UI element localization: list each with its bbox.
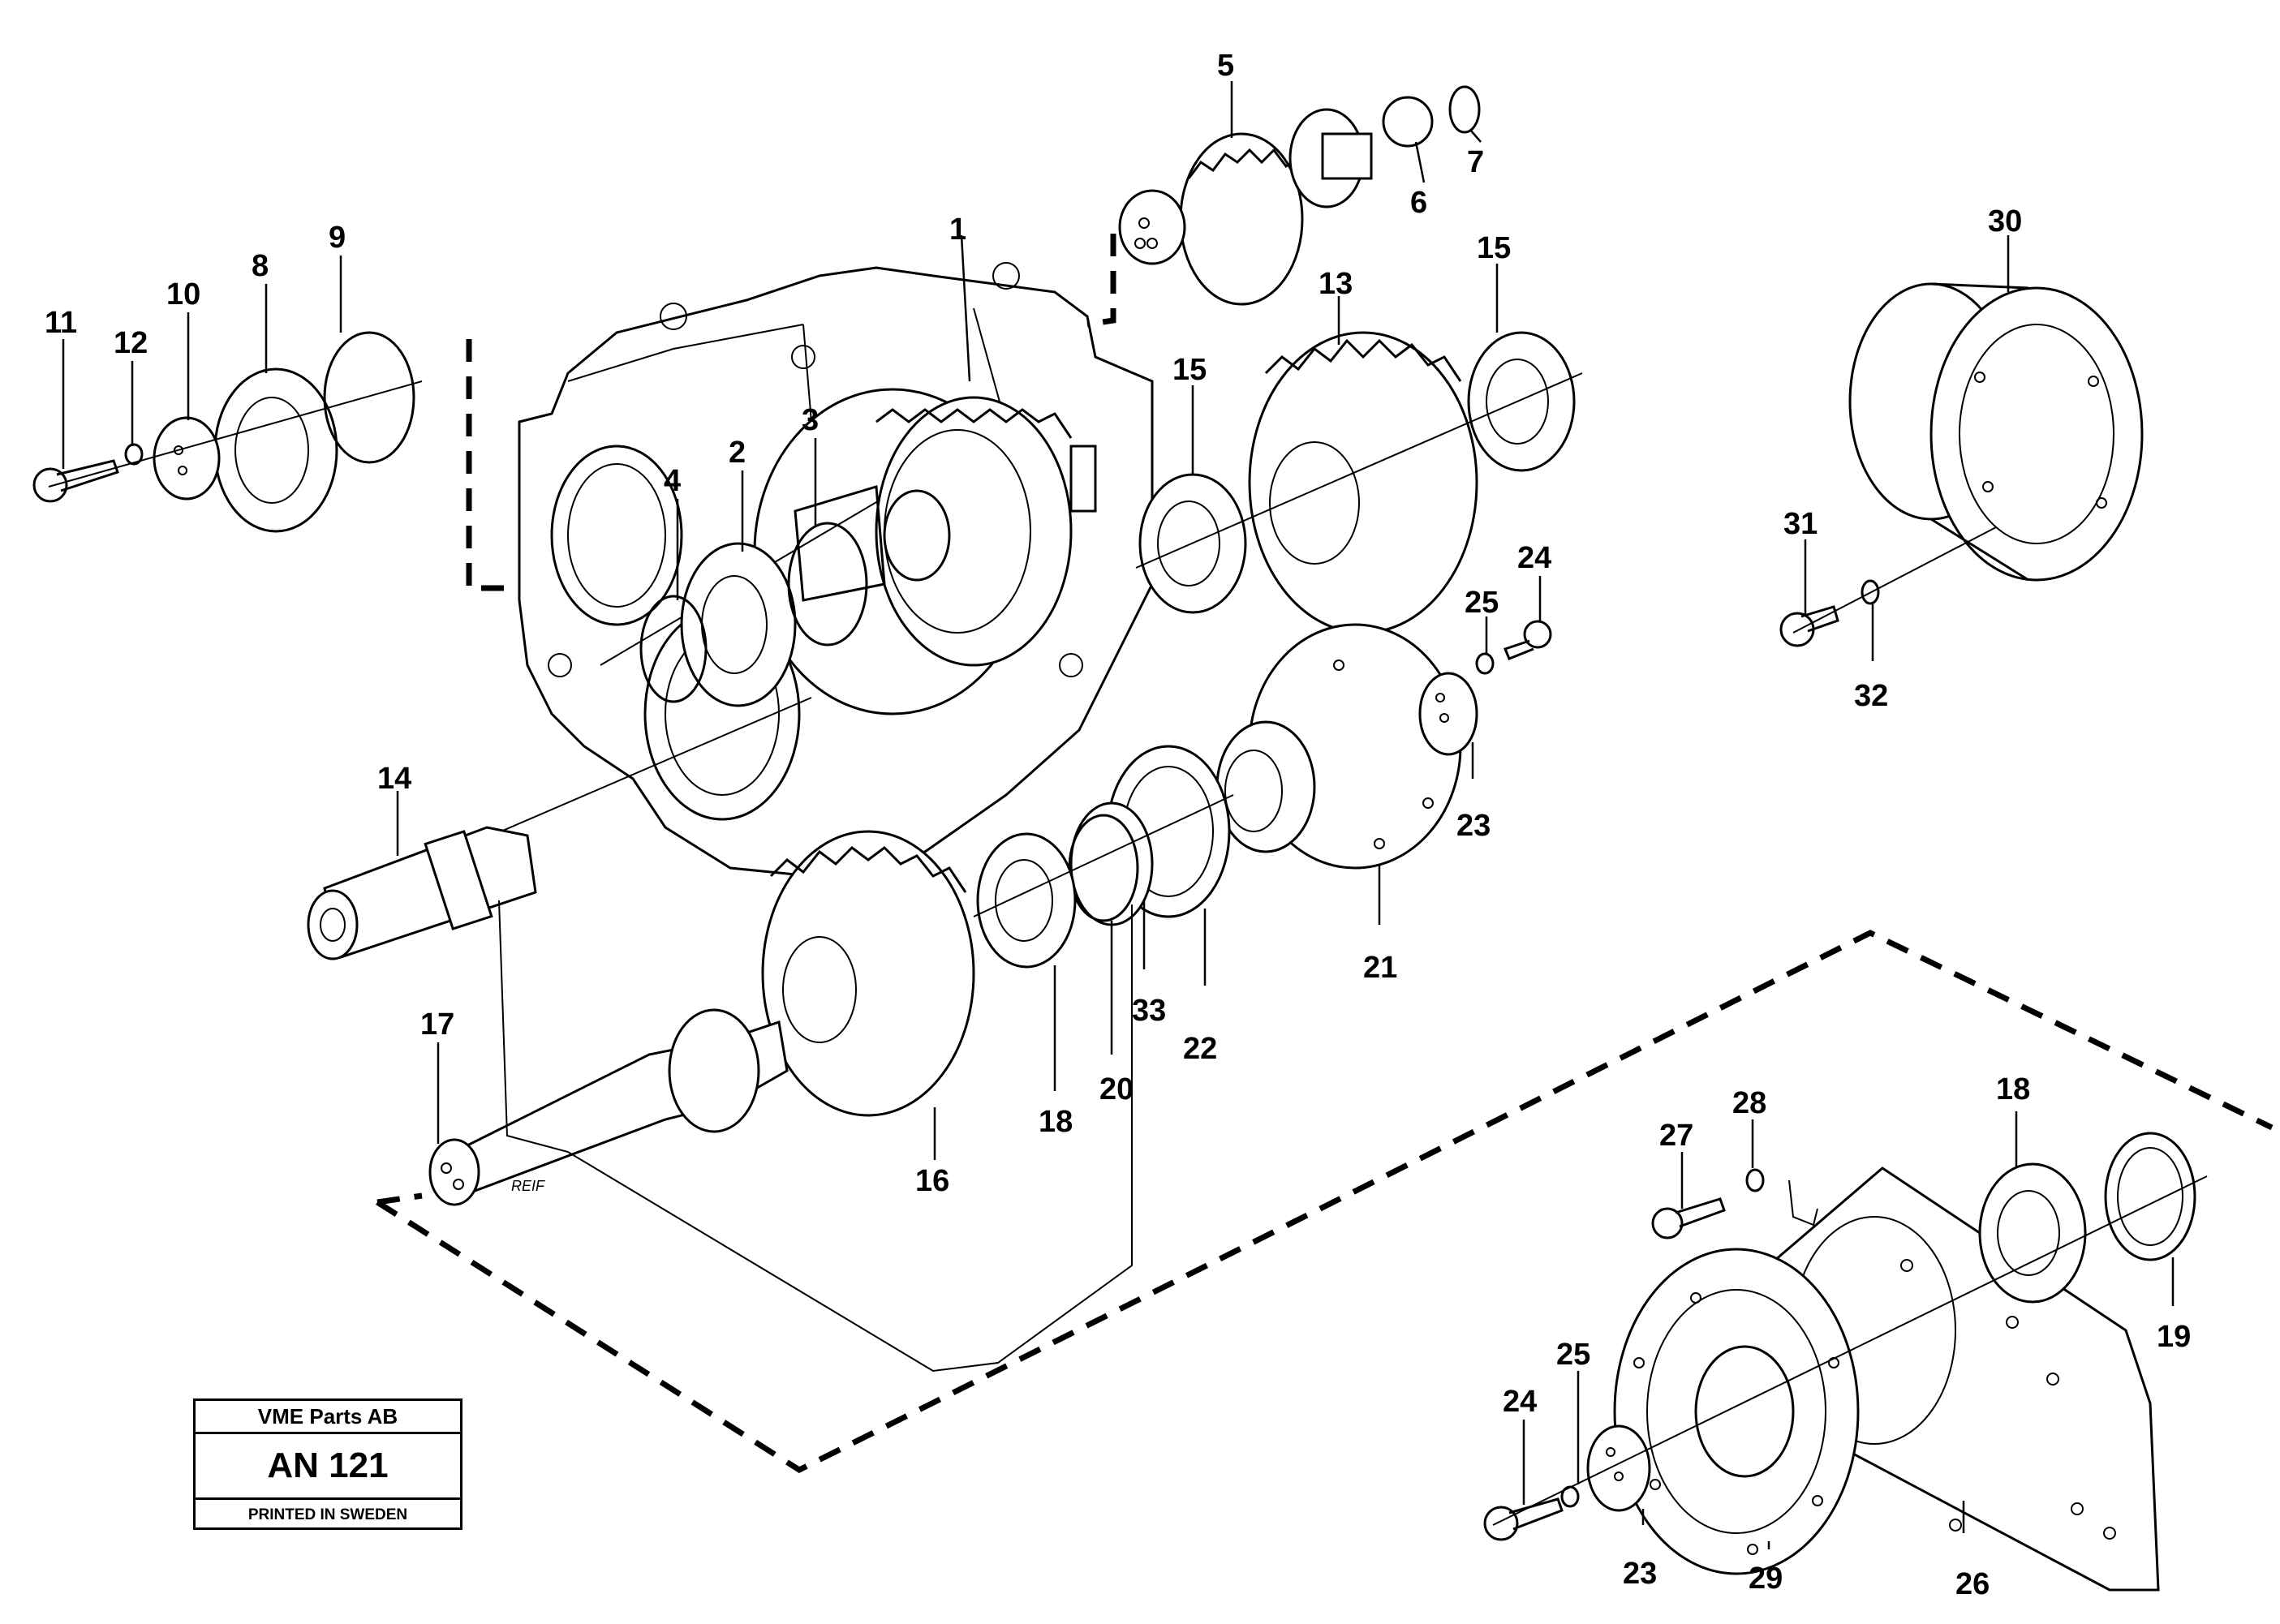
part-24-screw-b xyxy=(1483,1497,1564,1541)
part-30-cover xyxy=(1848,282,2144,582)
part-24-screw-a xyxy=(1503,620,1552,660)
callout-17: 17 xyxy=(420,1007,454,1042)
callout-19: 19 xyxy=(2157,1320,2191,1354)
callout-21: 21 xyxy=(1363,951,1397,985)
callout-32: 32 xyxy=(1854,679,1888,713)
shaft-marking: REIF xyxy=(511,1178,545,1194)
part-18-bearing-b xyxy=(1978,1162,2087,1304)
part-12-washer xyxy=(124,443,144,466)
callout-15b: 15 xyxy=(1477,231,1511,265)
callout-28: 28 xyxy=(1732,1086,1766,1120)
callout-27: 27 xyxy=(1659,1119,1693,1153)
callout-10: 10 xyxy=(166,277,200,311)
callout-9: 9 xyxy=(329,221,346,255)
callout-23a: 23 xyxy=(1456,809,1491,843)
part-4-circlip xyxy=(639,595,708,703)
callout-29: 29 xyxy=(1749,1562,1783,1596)
part-18-bearing-a xyxy=(976,832,1077,969)
callout-7: 7 xyxy=(1467,145,1484,179)
part-21-flange xyxy=(1215,623,1462,870)
drawing-number: AN 121 xyxy=(196,1434,460,1500)
callout-11: 11 xyxy=(45,306,77,340)
company-name: VME Parts AB xyxy=(196,1401,460,1434)
part-9-circlip xyxy=(323,331,415,464)
callout-22: 22 xyxy=(1183,1032,1217,1066)
callout-20: 20 xyxy=(1099,1072,1134,1106)
part-5-pinion xyxy=(1118,108,1373,306)
callout-5: 5 xyxy=(1217,49,1234,83)
callout-1: 1 xyxy=(949,213,966,247)
part-19-seal xyxy=(2104,1132,2196,1261)
callout-12: 12 xyxy=(114,326,148,360)
part-13-gear xyxy=(1248,331,1478,634)
part-23-washer-b xyxy=(1586,1424,1651,1512)
part-11-screw xyxy=(32,459,119,503)
part-16-gear xyxy=(761,830,975,1117)
part-17-shaft xyxy=(428,1008,789,1206)
part-23-washer-a xyxy=(1418,672,1478,756)
assembly-dashed-outline xyxy=(376,234,2274,1474)
part-1-gear xyxy=(794,396,1097,667)
callouts: 1 2 3 4 5 6 7 8 9 10 11 12 13 14 15 15 1 xyxy=(45,49,2191,1601)
callout-24b: 24 xyxy=(1503,1385,1537,1419)
part-25-washer-a xyxy=(1475,652,1495,675)
callout-30: 30 xyxy=(1988,204,2022,238)
callout-2: 2 xyxy=(729,436,746,470)
part-28-washer xyxy=(1745,1168,1765,1192)
callout-18b: 18 xyxy=(1996,1072,2030,1106)
part-31-screw xyxy=(1779,605,1839,647)
part-29-flange xyxy=(1613,1248,1860,1575)
part-10-washer xyxy=(153,416,221,501)
callout-33: 33 xyxy=(1132,994,1166,1028)
callout-15a: 15 xyxy=(1172,353,1207,387)
part-3-circlip xyxy=(787,522,868,647)
part-6-cap xyxy=(1382,96,1434,148)
callout-31: 31 xyxy=(1783,507,1818,541)
title-block: VME Parts AB AN 121 PRINTED IN SWEDEN xyxy=(193,1398,462,1530)
callout-24a: 24 xyxy=(1517,541,1551,575)
printed-note: PRINTED IN SWEDEN xyxy=(247,1506,408,1523)
callout-14: 14 xyxy=(377,762,411,796)
callout-6: 6 xyxy=(1410,186,1427,220)
callout-25b: 25 xyxy=(1556,1338,1590,1372)
part-27-screw xyxy=(1651,1197,1726,1239)
part-15-bearing-b xyxy=(1467,331,1576,472)
callout-8: 8 xyxy=(252,249,269,283)
callout-13: 13 xyxy=(1319,267,1353,301)
callout-18a: 18 xyxy=(1039,1105,1073,1139)
part-7-ring xyxy=(1448,85,1481,134)
callout-23b: 23 xyxy=(1623,1557,1657,1591)
part-33-ring xyxy=(1069,801,1154,926)
callout-26: 26 xyxy=(1955,1567,1990,1601)
callout-16: 16 xyxy=(915,1164,949,1198)
part-8-bearing xyxy=(213,367,338,533)
part-14-shaft xyxy=(307,826,537,960)
callout-3: 3 xyxy=(802,403,819,437)
callout-4: 4 xyxy=(664,464,681,498)
callout-25a: 25 xyxy=(1465,586,1499,620)
part-2-bearing xyxy=(680,542,797,707)
